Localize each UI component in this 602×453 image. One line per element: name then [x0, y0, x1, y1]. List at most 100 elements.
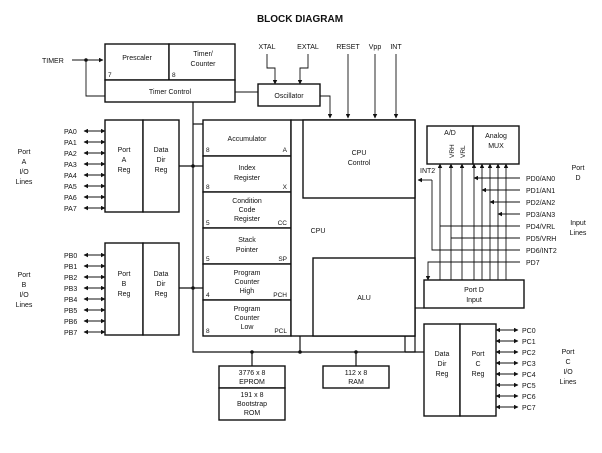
reset-label: RESET	[336, 44, 360, 51]
port-b-caption: Port B I/O Lines	[16, 272, 33, 309]
port-d-input-block: Port D Input	[423, 279, 525, 309]
eprom-label-1: 3776 x 8	[239, 370, 266, 377]
analog-mux-label-2: MUX	[488, 143, 504, 150]
pch-label-3: High	[240, 288, 255, 295]
port-a-caption-2: A	[22, 159, 27, 166]
analog-mux-label-1: Analog	[485, 133, 507, 140]
ram-label-2: RAM	[348, 379, 364, 386]
index-register: Index Register 8 X	[202, 155, 292, 193]
cpu-control-label-1: CPU	[352, 150, 367, 157]
bootstrap-rom-block: 191 x 8 Bootstrap ROM	[218, 387, 286, 421]
alu-block: ALU	[312, 257, 416, 337]
xtal-line	[266, 54, 278, 85]
port-d-lines	[425, 163, 520, 281]
port-a-pin: PA5	[64, 184, 77, 191]
pcl-label-3: Low	[241, 324, 255, 331]
ccr-label-1: Condition	[232, 198, 262, 205]
port-d-caption: Port D Input Lines	[570, 165, 587, 237]
port-a-ddr-label-2: Dir	[157, 157, 167, 164]
port-a-pin: PA1	[64, 140, 77, 147]
pch-tag: PCH	[273, 292, 287, 299]
timer-to-control-line	[85, 60, 105, 97]
pcl-tag: PCL	[274, 328, 287, 335]
pch-label-2: Counter	[235, 279, 261, 286]
ad-converter-block: A/D VRH VRL	[426, 125, 474, 165]
port-a-caption-4: Lines	[16, 179, 33, 186]
port-a-caption-1: Port	[18, 149, 31, 156]
int-label: INT	[390, 44, 402, 51]
bootstrap-label-3: ROM	[244, 410, 261, 417]
port-a-register-block: Port A Reg	[104, 119, 144, 213]
port-a-ddr-label-1: Data	[154, 147, 169, 154]
port-d-pin: PD7	[526, 260, 540, 267]
ram-block: 112 x 8 RAM	[322, 365, 390, 389]
port-d-pin: PD6/INT2	[526, 248, 557, 255]
port-d-pin: PD2/AN2	[526, 200, 555, 207]
stack-tag: SP	[278, 256, 287, 263]
port-d-caption-4: Lines	[570, 230, 587, 237]
vrh-label: VRH	[449, 144, 456, 158]
osc-to-cpu-line	[320, 95, 333, 119]
port-c-caption-2: C	[565, 359, 570, 366]
port-b-pin: PB3	[64, 286, 77, 293]
port-c-reg-label-2: C	[475, 361, 480, 368]
port-a-pin: PA4	[64, 173, 77, 180]
timer-counter-block: Timer/ Counter 8	[168, 43, 236, 81]
cpu-control-block: CPU Control	[302, 119, 416, 199]
port-b-pins: PB0 PB1 PB2 PB3 PB4 PB5 PB6 PB7	[64, 252, 106, 337]
port-c-ddr-label-1: Data	[435, 351, 450, 358]
port-b-ddr-label-3: Reg	[155, 291, 168, 298]
port-d-caption-1: Port	[572, 165, 585, 172]
port-d-caption-3: Input	[570, 220, 586, 227]
port-c-caption-1: Port	[562, 349, 575, 356]
port-b-pin: PB1	[64, 264, 77, 271]
port-c-pin: PC0	[522, 328, 536, 335]
port-a-reg-label-1: Port	[118, 147, 131, 154]
index-label-2: Register	[234, 175, 261, 182]
port-d-input-label-1: Port D	[464, 287, 484, 294]
condition-code-register: Condition Code Register 5 CC	[202, 191, 292, 229]
port-c-pin: PC2	[522, 350, 536, 357]
prescaler-bits: 7	[108, 72, 112, 79]
vpp-label: Vpp	[369, 44, 382, 51]
timer-counter-bits: 8	[172, 72, 176, 79]
port-d-pin: PD3/AN3	[526, 212, 555, 219]
port-c-pin: PC5	[522, 383, 536, 390]
pch-bits: 4	[206, 292, 210, 299]
port-c-pin: PC3	[522, 361, 536, 368]
ccr-tag: CC	[278, 220, 288, 227]
port-c-reg-label-1: Port	[472, 351, 485, 358]
port-a-reg-label-2: A	[122, 157, 127, 164]
timer-control-label: Timer Control	[149, 89, 192, 96]
port-b-ddr-block: Data Dir Reg	[142, 242, 180, 336]
port-a-ddr-block: Data Dir Reg	[142, 119, 180, 213]
accumulator-bits: 8	[206, 147, 210, 154]
port-c-caption: Port C I/O Lines	[560, 349, 577, 386]
accumulator-register: Accumulator 8 A	[202, 119, 292, 157]
port-c-pin: PC4	[522, 372, 536, 379]
eprom-label-2: EPROM	[239, 379, 265, 386]
index-bits: 8	[206, 184, 210, 191]
stack-label-1: Stack	[238, 237, 256, 244]
alu-label: ALU	[357, 295, 371, 302]
port-b-pin: PB2	[64, 275, 77, 282]
accumulator-tag: A	[283, 147, 288, 154]
vrl-label: VRL	[460, 145, 467, 158]
port-a-caption-3: I/O	[19, 169, 29, 176]
timer-control-block: Timer Control	[104, 79, 236, 103]
oscillator-block: Oscillator	[257, 83, 321, 107]
eprom-block: 3776 x 8 EPROM	[218, 365, 286, 389]
program-counter-low-register: Program Counter Low 8 PCL	[202, 299, 292, 337]
port-a-reg-label-3: Reg	[118, 167, 131, 174]
bootstrap-label-1: 191 x 8	[241, 392, 264, 399]
ad-label: A/D	[444, 130, 456, 137]
port-b-reg-label-3: Reg	[118, 291, 131, 298]
port-b-pin: PB6	[64, 319, 77, 326]
ccr-label-2: Code	[239, 207, 256, 214]
port-b-reg-label-1: Port	[118, 271, 131, 278]
port-c-ddr-label-2: Dir	[438, 361, 448, 368]
xtal-label: XTAL	[259, 44, 276, 51]
port-b-pin: PB0	[64, 253, 77, 260]
timer-counter-label-2: Counter	[191, 61, 217, 68]
